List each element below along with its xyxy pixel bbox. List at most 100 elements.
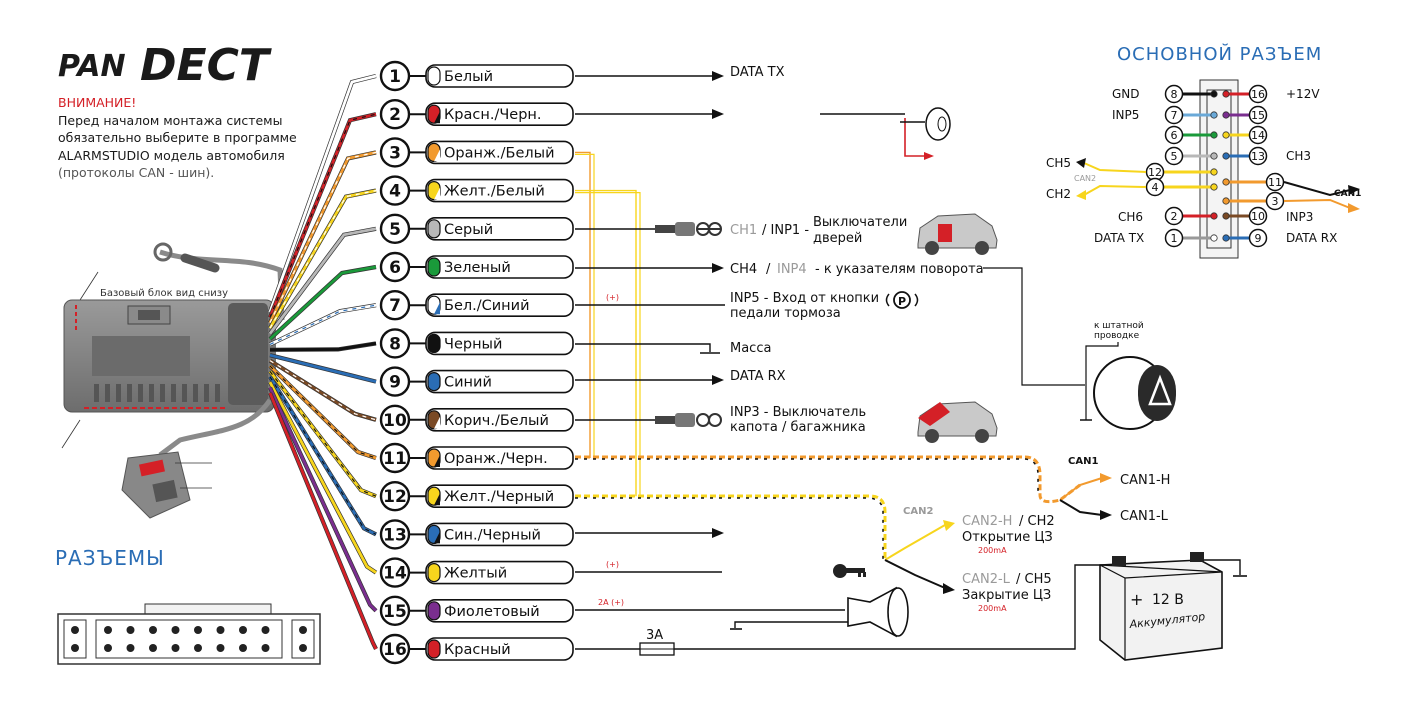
battery-voltage: 12 В bbox=[1152, 592, 1184, 608]
wire-label: Зеленый bbox=[444, 260, 511, 276]
connector-16pin bbox=[57, 603, 321, 665]
wire-row-6: 6 Зеленый bbox=[379, 251, 574, 283]
svg-text:3: 3 bbox=[1272, 195, 1279, 208]
main-pin-13 bbox=[1248, 146, 1268, 166]
amp-15-label: 2А (+) bbox=[598, 598, 624, 607]
inp5-desc-2: педали тормоза bbox=[730, 306, 841, 321]
turn-signal-desc: - к указателям поворота bbox=[815, 262, 984, 277]
can-bus-verticals bbox=[575, 151, 641, 497]
wire-color-swatch bbox=[427, 372, 441, 392]
wire-number: 1 bbox=[389, 67, 401, 87]
main-pin-9 bbox=[1248, 228, 1268, 248]
svg-text:10: 10 bbox=[1251, 210, 1265, 223]
service-button-module bbox=[121, 451, 212, 519]
svg-text:1: 1 bbox=[1171, 232, 1178, 245]
data-tx-label: DATA TX bbox=[730, 65, 785, 80]
brake-pedal-icon: P bbox=[885, 291, 919, 309]
warning-line-1: Перед началом монтажа системы bbox=[58, 112, 283, 128]
wire-row-1: 1 Белый bbox=[379, 60, 574, 92]
wire-number: 14 bbox=[383, 564, 407, 584]
wire-label: Оранж./Черн. bbox=[444, 451, 548, 467]
mc-data-tx: DATA TX bbox=[1094, 231, 1144, 245]
mc-ch3: CH3 bbox=[1286, 149, 1311, 163]
main-connector bbox=[1199, 79, 1239, 259]
warning-line-3: ALARMSTUDIO модель автомобиля bbox=[58, 147, 285, 163]
wire-6 bbox=[269, 265, 377, 341]
svg-text:7: 7 bbox=[1171, 109, 1178, 122]
warning-title: ВНИМАНИЕ! bbox=[58, 95, 137, 110]
wire-number: 2 bbox=[389, 105, 401, 125]
warning-block: ВНИМАНИЕ! Перед началом монтажа системы … bbox=[58, 94, 328, 182]
main-pin-1 bbox=[1164, 228, 1184, 248]
wire-label: Желт./Черный bbox=[444, 489, 554, 505]
svg-text:4: 4 bbox=[1152, 181, 1159, 194]
can2h-label: CAN2-H bbox=[962, 514, 1012, 529]
svg-text:16: 16 bbox=[1251, 88, 1265, 101]
wire-number: 7 bbox=[389, 296, 401, 316]
ch1-inp1-label: / INP1 - bbox=[762, 223, 809, 238]
mc-ch6: CH6 bbox=[1118, 210, 1143, 224]
svg-text:5: 5 bbox=[1171, 150, 1178, 163]
svg-text:13: 13 bbox=[1251, 150, 1265, 163]
wire-number: 8 bbox=[389, 334, 401, 354]
wire-2 bbox=[268, 112, 377, 318]
can1l-label: CAN1-L bbox=[1120, 509, 1169, 524]
wire-13 bbox=[268, 376, 377, 536]
wire-color-swatch bbox=[427, 333, 441, 353]
siren-horn-icon bbox=[730, 586, 909, 638]
to-stock-label-2: проводке bbox=[1094, 331, 1140, 341]
wire-number: 15 bbox=[383, 602, 407, 622]
svg-text:6: 6 bbox=[1171, 129, 1178, 142]
data-rx-label: DATA RX bbox=[730, 369, 786, 384]
wire-row-8: 8 Черный bbox=[379, 328, 574, 359]
wire-row-7: 7 Бел./Синий bbox=[379, 290, 574, 321]
wire-color-swatch bbox=[427, 257, 441, 277]
outputs: DATA TX CH1 / INP1 - Выключатели дверей bbox=[575, 65, 1247, 661]
can2h-ma: 200mA bbox=[978, 546, 1007, 555]
pandect-logo: PAN DECT bbox=[58, 40, 272, 91]
svg-text:14: 14 bbox=[1251, 129, 1265, 142]
wire-number: 6 bbox=[389, 258, 401, 278]
wire-label: Красн./Черн. bbox=[444, 107, 542, 123]
ch1-label: CH1 bbox=[730, 223, 757, 238]
wire-label: Серый bbox=[444, 222, 493, 238]
plus-14-label: (+) bbox=[606, 560, 619, 569]
wire-label: Черный bbox=[444, 336, 502, 352]
can1-label: CAN1 bbox=[1068, 456, 1098, 467]
wire-color-swatch bbox=[427, 601, 441, 621]
wire-label: Оранж./Белый bbox=[444, 145, 555, 161]
main-connector-labels: GND INP5 CH5 CH2 CH6 DATA TX +12V CH3 IN… bbox=[1046, 87, 1361, 245]
wire-label: Бел./Синий bbox=[444, 298, 530, 314]
ground-label: Масса bbox=[730, 341, 771, 356]
wire-number: 9 bbox=[389, 373, 401, 393]
can2h-desc: Открытие ЦЗ bbox=[962, 530, 1053, 545]
mc-gnd: GND bbox=[1112, 87, 1140, 101]
inp5-desc-1: INP5 - Вход от кнопки bbox=[730, 291, 879, 306]
inp3-desc-1: INP3 - Выключатель bbox=[730, 405, 866, 420]
main-pin-6 bbox=[1164, 125, 1184, 145]
mc-inp3: INP3 bbox=[1286, 210, 1313, 224]
wire-label: Желтый bbox=[444, 566, 507, 582]
wire-color-swatch bbox=[427, 562, 441, 583]
fuse-label: 3А bbox=[646, 628, 663, 643]
wire-16 bbox=[268, 392, 378, 650]
mc-ch2: CH2 bbox=[1046, 187, 1071, 201]
wire-number: 3 bbox=[389, 143, 401, 163]
can2-label: CAN2 bbox=[903, 506, 933, 517]
wire-9 bbox=[269, 353, 377, 383]
main-pin-14 bbox=[1248, 125, 1268, 145]
mc-can2: CAN2 bbox=[1074, 174, 1096, 183]
mc-data-rx: DATA RX bbox=[1286, 231, 1337, 245]
main-pin-2 bbox=[1164, 206, 1184, 226]
wire-label: Белый bbox=[444, 69, 493, 85]
svg-text:12: 12 bbox=[1148, 166, 1162, 179]
base-unit: Базовый блок вид снизу bbox=[61, 242, 285, 519]
